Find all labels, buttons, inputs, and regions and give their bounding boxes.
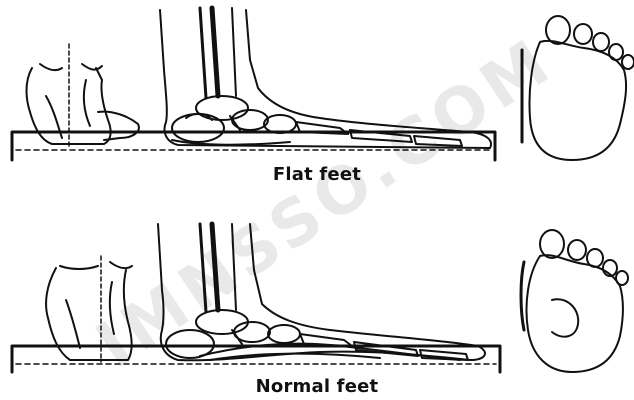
normal-foot-side-view [158, 224, 485, 360]
normal-feet-group [12, 224, 628, 372]
caption-flat-feet: Flat feet [0, 164, 634, 185]
normal-footprint [521, 230, 628, 372]
flat-feet-group [12, 8, 634, 160]
caption-normal-feet: Normal feet [0, 376, 634, 397]
flat-foot-side-view [160, 8, 491, 148]
flat-footprint [522, 16, 634, 160]
